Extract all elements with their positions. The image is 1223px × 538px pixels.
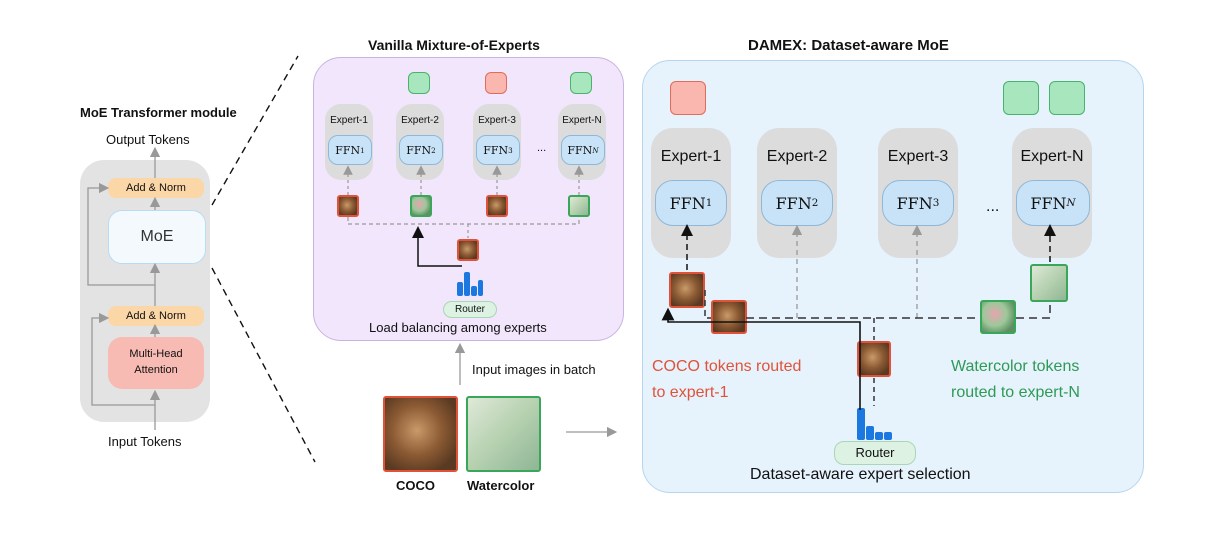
batch-label: Input images in batch — [472, 362, 596, 377]
vanilla-title: Vanilla Mixture-of-Experts — [368, 37, 540, 53]
damex-ffn-N-label: FFN — [1030, 193, 1067, 213]
zoom-line-bottom — [211, 267, 316, 463]
damex-expert-3-title: Expert-3 — [887, 148, 949, 165]
vanilla-ffn-3-sub: 3 — [508, 145, 513, 155]
input-tokens-label: Input Tokens — [108, 434, 182, 449]
vanilla-expert-3-title: Expert-3 — [478, 115, 516, 126]
damex-ffn-N-sub: N — [1066, 197, 1076, 209]
vanilla-ffn-1-label: FFN — [335, 143, 361, 157]
coco-route-line2: to expert-1 — [652, 384, 729, 401]
damex-router-label: Router — [834, 441, 916, 465]
damex-router-icon — [857, 408, 893, 440]
vanilla-slot-expertN — [570, 72, 592, 94]
damex-ffn-2-label: FFN — [775, 193, 812, 213]
multi-head-attention-box: Multi-Head Attention — [108, 337, 204, 389]
damex-slot-expertN-a — [1003, 81, 1039, 115]
left-title: MoE Transformer module — [80, 105, 237, 120]
damex-token-coco-2 — [711, 300, 747, 334]
damex-expert-2-title: Expert-2 — [766, 148, 828, 165]
coco-image — [383, 396, 458, 472]
coco-label: COCO — [396, 478, 435, 493]
damex-ellipsis: ... — [986, 198, 1000, 215]
vanilla-ffn-N-sub: N — [592, 145, 599, 155]
damex-ffn-1-sub: 1 — [705, 197, 713, 209]
residual-bottom — [91, 312, 155, 406]
vanilla-slot-expert3 — [485, 72, 507, 94]
damex-title: DAMEX: Dataset-aware MoE — [748, 37, 949, 54]
damex-coco-route-arrow — [661, 307, 861, 410]
water-route-line1: Watercolor tokens — [951, 358, 1080, 375]
damex-caption: Dataset-aware expert selection — [750, 466, 971, 483]
watercolor-label: Watercolor — [467, 478, 535, 493]
vanilla-ffn-3-label: FFN — [483, 143, 509, 157]
vanilla-router-label: Router — [443, 301, 497, 318]
residual-top — [87, 182, 155, 286]
mha-line2: Attention — [134, 364, 178, 376]
vanilla-router-icon — [457, 270, 483, 296]
vanilla-expert-1-title: Expert-1 — [330, 115, 368, 126]
vanilla-expert-N-title: Expert-N — [562, 115, 602, 126]
damex-slot-expertN-b — [1049, 81, 1085, 115]
vanilla-caption: Load balancing among experts — [369, 320, 547, 335]
coco-route-line1: COCO tokens routed — [652, 358, 802, 375]
watercolor-image — [466, 396, 541, 472]
vanilla-slot-expert2 — [408, 72, 430, 94]
vanilla-ellipsis: ... — [537, 142, 547, 154]
vanilla-token-coco-2 — [486, 195, 508, 217]
damex-expert-1-title: Expert-1 — [660, 148, 722, 165]
vanilla-expert-2-title: Expert-2 — [401, 115, 439, 126]
vanilla-routed-arrow — [412, 226, 462, 267]
damex-expert-N-title: Expert-N — [1020, 148, 1084, 165]
add-norm-bottom: Add & Norm — [108, 306, 204, 326]
damex-slot-expert1 — [670, 81, 706, 115]
vanilla-input-token — [457, 239, 479, 261]
add-norm-top: Add & Norm — [108, 178, 204, 198]
vanilla-token-water-1 — [410, 195, 432, 217]
water-route-line2: routed to expert-N — [951, 384, 1080, 401]
damex-token-coco-1 — [669, 272, 705, 308]
vanilla-ffn-2-label: FFN — [406, 143, 432, 157]
vanilla-token-water-2 — [568, 195, 590, 217]
vanilla-token-coco-1 — [337, 195, 359, 217]
damex-ffn-3-label: FFN — [896, 193, 933, 213]
vanilla-ffn-2-sub: 2 — [431, 145, 436, 155]
vanilla-ffn-N-label: FFN — [567, 143, 593, 157]
damex-ffn-2-sub: 2 — [811, 197, 819, 209]
output-tokens-label: Output Tokens — [106, 132, 190, 147]
damex-ffn-1-label: FFN — [669, 193, 706, 213]
damex-input-token — [857, 341, 891, 377]
zoom-line-top — [211, 55, 299, 206]
damex-token-water-1 — [980, 300, 1016, 334]
vanilla-ffn-1-sub: 1 — [360, 145, 365, 155]
mha-line1: Multi-Head — [129, 348, 183, 360]
damex-token-water-2 — [1030, 264, 1068, 302]
damex-ffn-3-sub: 3 — [932, 197, 940, 209]
